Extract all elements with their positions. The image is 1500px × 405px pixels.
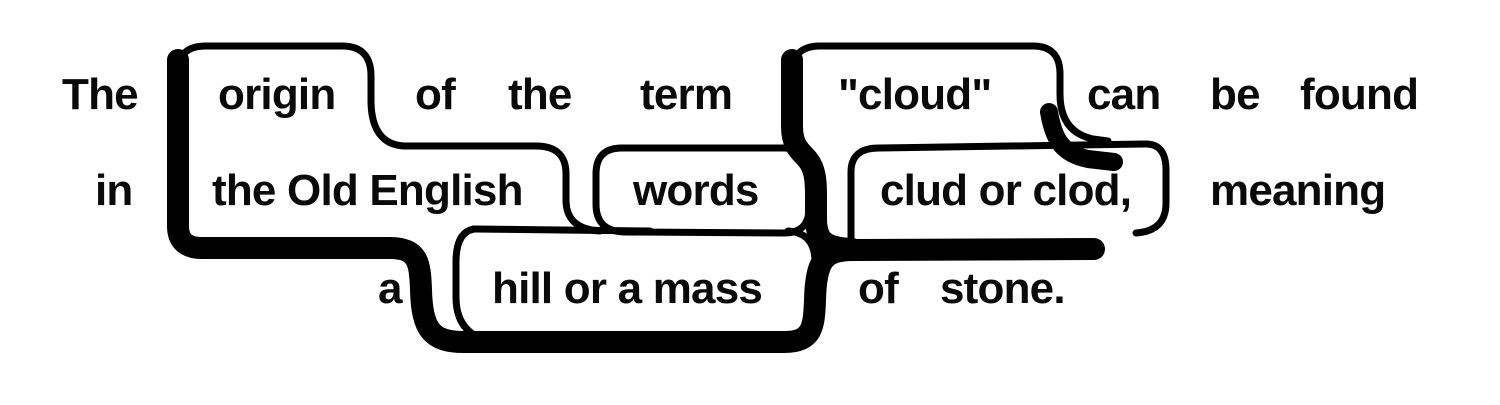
word: the [508,70,572,119]
word: of [858,264,899,313]
outline-origin-box [174,42,408,150]
chunked-word: the Old English [212,166,523,215]
word: stone. [940,264,1066,313]
word: be [1210,70,1261,119]
outline-hill-box-left-edge [452,225,493,345]
word: in [95,166,133,215]
outline-rail-origin-to-line2 [400,142,604,235]
word: meaning [1210,166,1386,215]
chunked-word: clud or clod, [880,166,1132,215]
outline-cloud-box [788,42,1112,145]
word: The [62,70,139,119]
word: term [640,70,733,119]
chunked-word: hill or a mass [492,264,763,313]
word: of [415,70,456,119]
thick-outline-cloud-left-bar [781,49,863,260]
outline-clud-box [847,140,1170,248]
chunked-word: origin [218,70,336,119]
outline-hill-box-top-edge [470,225,654,235]
chunked-word: "cloud" [838,70,992,119]
word: found [1300,70,1419,119]
outline-hill-box-right-edge [784,227,819,343]
word: a [378,264,402,313]
word: can [1087,70,1161,119]
chunked-word: words [633,166,759,215]
